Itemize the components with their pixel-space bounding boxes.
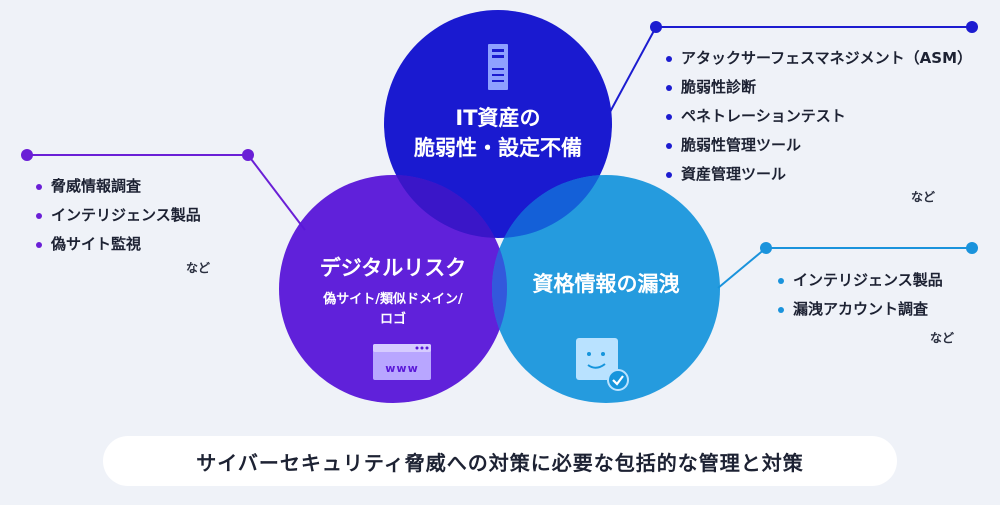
list-item: 脆弱性診断: [666, 73, 972, 102]
credential-title-main: 資格情報の漏洩: [532, 272, 680, 296]
list-item: アタックサーフェスマネジメント（ASM）: [666, 44, 972, 73]
top-right-list: アタックサーフェスマネジメント（ASM） 脆弱性診断 ペネトレーションテスト 脆…: [666, 44, 972, 189]
circle-digital-risk: [279, 175, 507, 403]
left-list: 脅威情報調査 インテリジェンス製品 偽サイト監視: [36, 172, 201, 259]
digital-subtitle-line2: ロゴ: [379, 312, 406, 327]
list-item: 漏洩アカウント調査: [778, 295, 943, 324]
list-item: 脆弱性管理ツール: [666, 131, 972, 160]
bottom-right-list: インテリジェンス製品 漏洩アカウント調査: [778, 266, 943, 324]
top-right-list-etc: など: [911, 190, 936, 204]
digital-title-main: デジタルリスク: [319, 256, 467, 280]
digital-risk-subtitle: 偽サイト/類似ドメイン/ ロゴ: [293, 290, 493, 330]
summary-banner: サイバーセキュリティ脅威への対策に必要な包括的な管理と対策: [103, 436, 897, 486]
digital-risk-title: デジタルリスク: [293, 254, 493, 282]
circle-credential-leak: [492, 175, 720, 403]
list-item: 脅威情報調査: [36, 172, 201, 201]
connector-top-right: [609, 21, 978, 113]
digital-subtitle-line1: 偽サイト/類似ドメイン/: [323, 292, 463, 307]
circle-it-assets: [384, 10, 612, 238]
user-check-icon: [576, 338, 629, 391]
list-item: インテリジェンス製品: [778, 266, 943, 295]
left-list-etc: など: [186, 261, 211, 275]
it-title-line2: 脆弱性・設定不備: [414, 136, 582, 160]
list-item: ペネトレーションテスト: [666, 102, 972, 131]
browser-www-icon: www: [373, 344, 431, 380]
credential-leak-title: 資格情報の漏洩: [506, 270, 706, 298]
list-item: 偽サイト監視: [36, 230, 201, 259]
list-item: 資産管理ツール: [666, 160, 972, 189]
summary-text: サイバーセキュリティ脅威への対策に必要な包括的な管理と対策: [196, 450, 804, 475]
list-item: インテリジェンス製品: [36, 201, 201, 230]
it-assets-title: IT資産の 脆弱性・設定不備: [398, 103, 598, 163]
bottom-right-list-etc: など: [930, 331, 955, 345]
server-icon: [488, 44, 508, 90]
svg-text:www: www: [385, 362, 419, 375]
it-title-line1: IT資産の: [455, 106, 541, 130]
connector-left: [21, 149, 306, 231]
connector-bottom-right: [717, 242, 978, 289]
